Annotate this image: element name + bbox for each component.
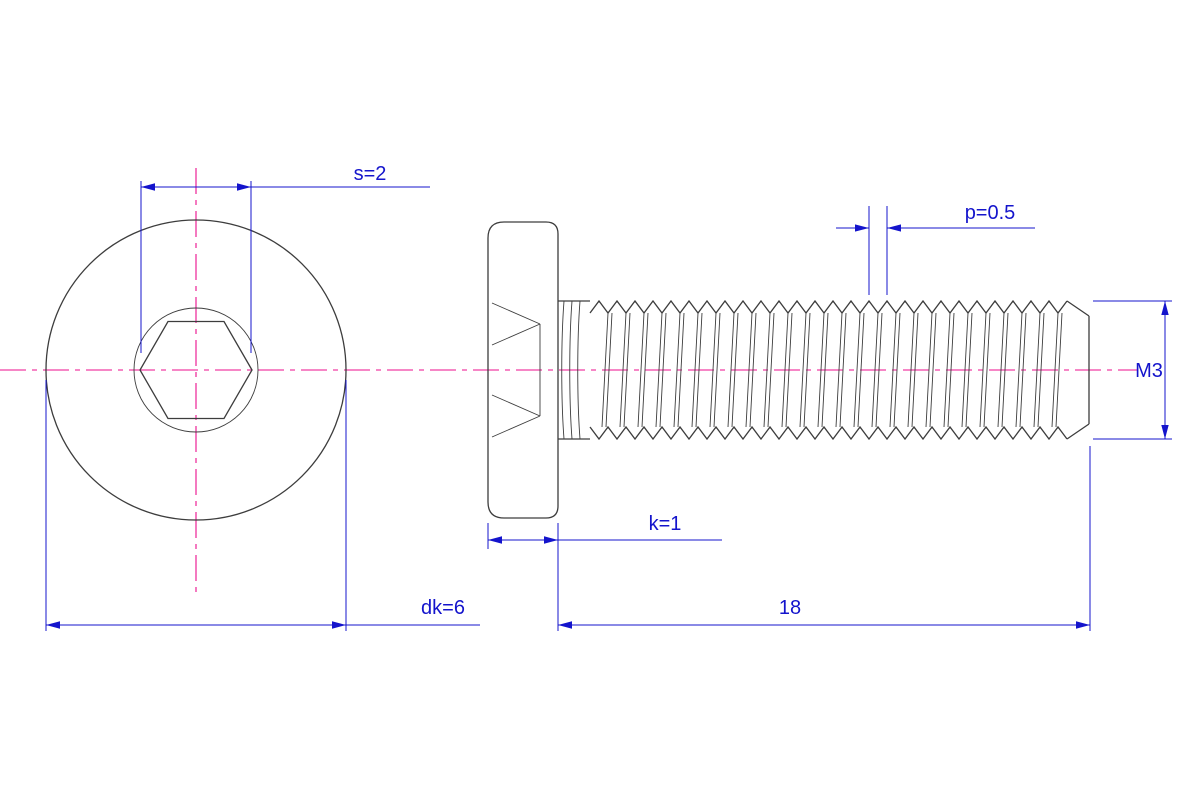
thread-flanks (601, 312, 1063, 428)
dimension-pitch-extension-lines (868, 206, 888, 295)
dimension-thread-label: M3 (1135, 360, 1163, 382)
front-view (45, 219, 347, 521)
dimension-dk: dk=6 (45, 380, 480, 631)
dimension-dk-extension-lines (45, 380, 347, 631)
thread-runout (561, 300, 581, 440)
dimension-s-label: s=2 (354, 163, 387, 185)
dimension-dk-label: dk=6 (421, 597, 465, 619)
dimension-k: k=1 (487, 513, 722, 549)
dimension-thread-arrow-top (1161, 301, 1169, 315)
dimension-k-arrow-right (544, 536, 558, 544)
thread-crest-top (589, 299, 1068, 315)
dimension-thread-extension-lines (1093, 300, 1172, 440)
dimension-dk-arrow-right (332, 621, 346, 629)
dimension-length-extension-lines (557, 446, 1091, 631)
shaft-outline (558, 300, 590, 440)
dimensions: s=2 dk=6 k=1 18 (45, 163, 1172, 631)
head-outline-front (45, 219, 347, 521)
dimension-thread: M3 (1093, 300, 1172, 440)
dimension-k-arrow-left (488, 536, 502, 544)
dimension-pitch-label: p=0.5 (965, 202, 1016, 224)
side-view (487, 221, 1090, 519)
dimension-length-arrow-left (558, 621, 572, 629)
dimension-k-label: k=1 (649, 513, 682, 535)
dimension-s-extension-lines (140, 181, 252, 353)
thread-crest-bottom (589, 425, 1068, 441)
dimension-pitch-arrow-right (887, 224, 901, 232)
socket-chamfer-circle (133, 307, 259, 433)
dimension-length: 18 (557, 446, 1091, 631)
dimension-dk-arrow-left (46, 621, 60, 629)
centerlines (0, 168, 1138, 592)
dimension-s-arrow-right (237, 183, 251, 191)
dimension-length-label: 18 (779, 597, 801, 619)
dimension-s: s=2 (140, 163, 430, 353)
head-outline-side (487, 221, 559, 519)
dimension-s-arrow-left (141, 183, 155, 191)
dimension-pitch: p=0.5 (836, 202, 1035, 295)
dimension-pitch-arrow-left (855, 224, 869, 232)
socket-profile (491, 302, 541, 438)
dimension-length-arrow-right (1076, 621, 1090, 629)
thread-end-chamfer (1066, 300, 1090, 440)
dimension-thread-arrow-bottom (1161, 425, 1169, 439)
hex-socket (139, 320, 253, 420)
